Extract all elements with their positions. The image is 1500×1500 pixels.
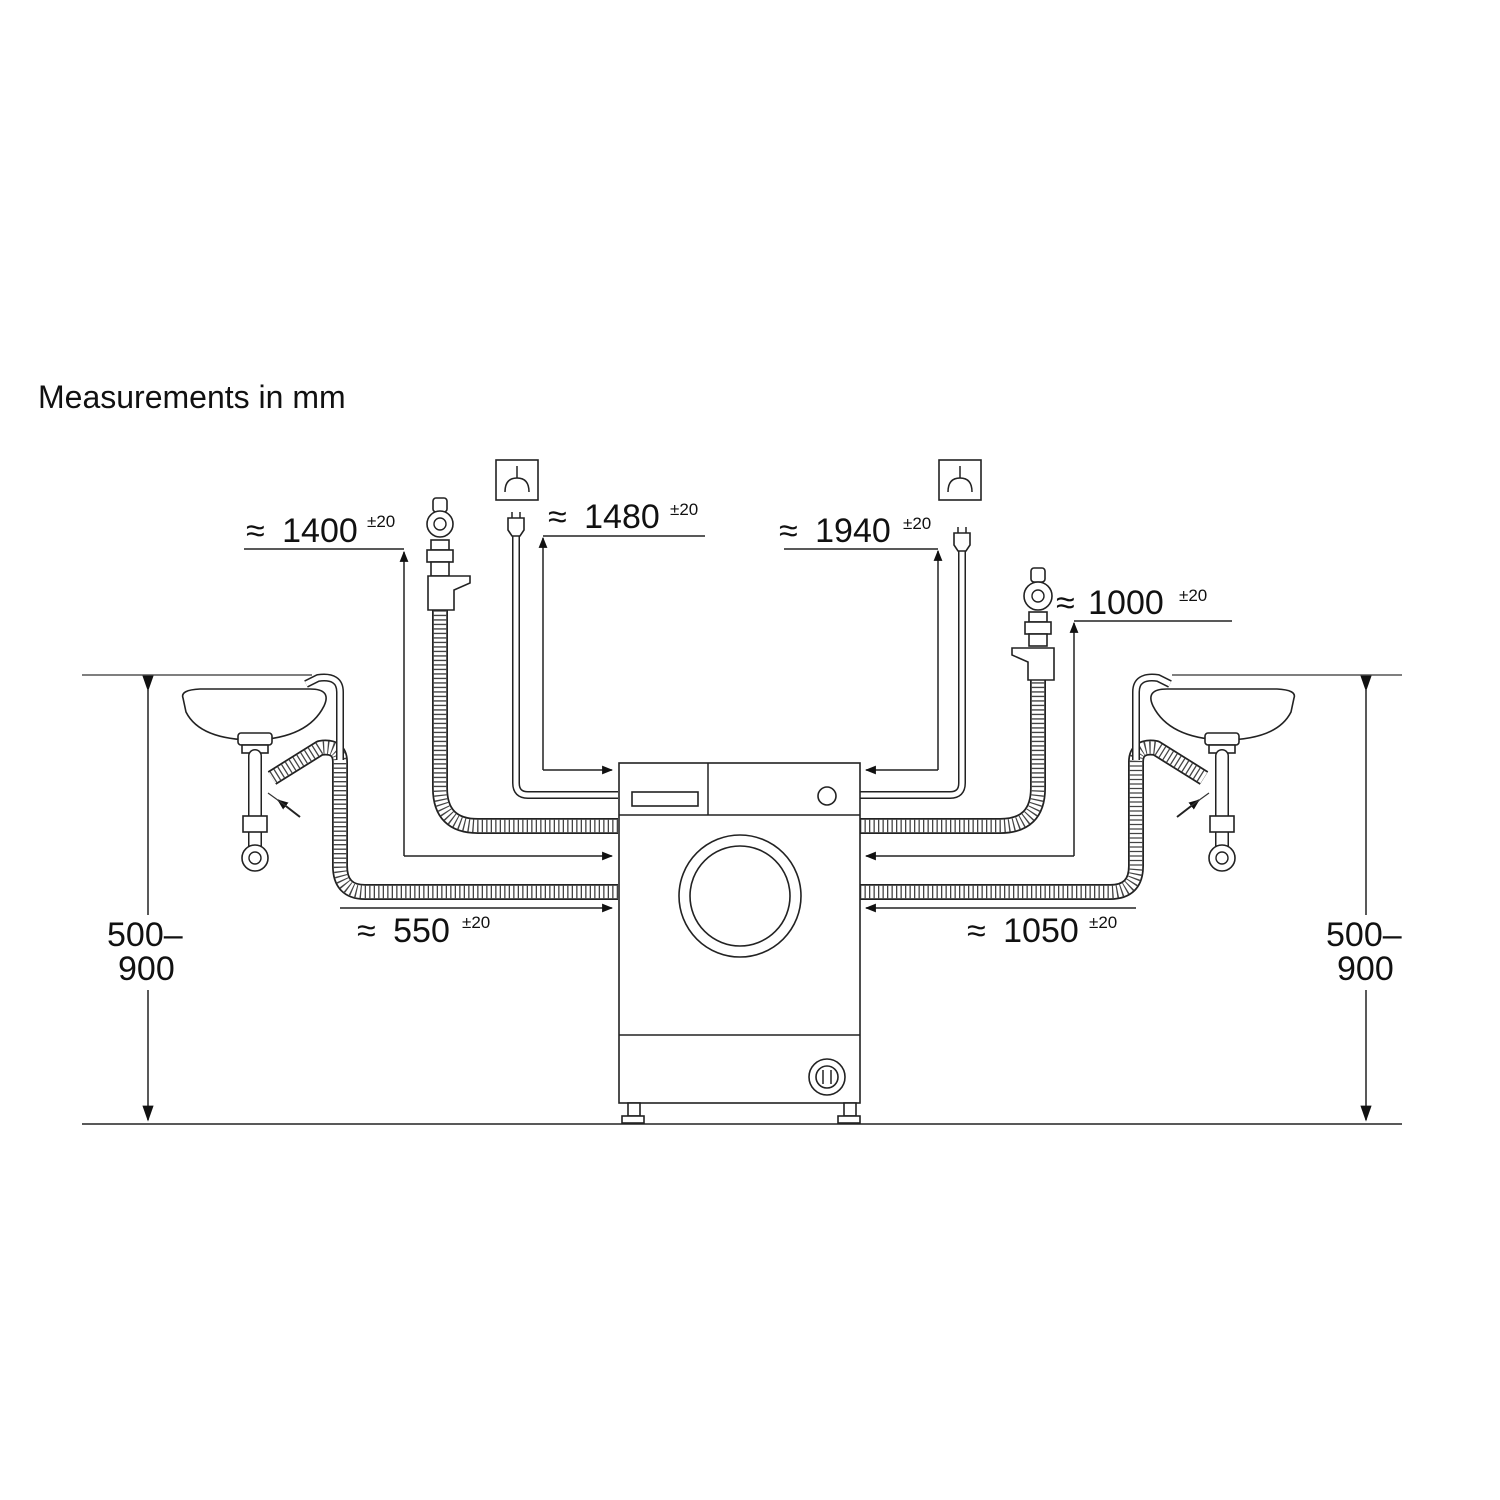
svg-text:≈ 1000: ≈ 1000 — [1056, 584, 1164, 622]
power-plug-icon — [953, 527, 971, 552]
dim-label-power-right: ≈ 1940 ±20 — [779, 512, 931, 550]
washing-machine-icon — [618, 762, 861, 1124]
value: 1940 — [815, 512, 891, 550]
water-tap-icon — [426, 497, 471, 611]
power-cable-right — [860, 550, 966, 799]
tolerance: ±20 — [1179, 586, 1207, 605]
height-left-line1: 500– — [107, 916, 183, 954]
approx-symbol: ≈ — [357, 912, 376, 950]
tolerance: ±20 — [903, 514, 931, 533]
approx-symbol: ≈ — [548, 498, 567, 536]
height-right-line1: 500– — [1326, 916, 1402, 954]
water-tap-icon — [1011, 567, 1055, 681]
tolerance: ±20 — [462, 913, 490, 932]
approx-symbol: ≈ — [779, 512, 798, 550]
tolerance: ±20 — [670, 500, 698, 519]
value: 1000 — [1088, 584, 1164, 622]
value: 1400 — [282, 512, 358, 550]
dim-label-inlet-right: ≈ 1000 ±20 — [1056, 584, 1207, 622]
tolerance: ±20 — [1089, 913, 1117, 932]
svg-text:≈ 1400: ≈ 1400 — [246, 512, 358, 550]
sink-icon — [181, 688, 327, 872]
approx-symbol: ≈ — [246, 512, 265, 550]
inlet-hose-right — [860, 680, 1046, 834]
page-title: Measurements in mm — [38, 379, 346, 415]
dim-label-power-left: ≈ 1480 ±20 — [548, 498, 698, 536]
earthed-socket-icon — [938, 459, 982, 501]
svg-text:≈ 1940: ≈ 1940 — [779, 512, 891, 550]
svg-text:≈ 1480: ≈ 1480 — [548, 498, 660, 536]
sink-icon — [1150, 688, 1296, 872]
svg-text:≈ 1050: ≈ 1050 — [967, 912, 1079, 950]
drain-hose-right — [860, 673, 1209, 900]
height-dimension-right: 500– 900 — [1172, 674, 1402, 1122]
tolerance: ±20 — [367, 512, 395, 531]
power-cable-left — [512, 535, 618, 799]
inlet-hose-left — [432, 610, 618, 834]
dim-label-drain-right: ≈ 1050 ±20 — [967, 912, 1117, 950]
value: 550 — [393, 912, 450, 950]
dim-arrows — [244, 535, 1232, 913]
approx-symbol: ≈ — [1056, 584, 1075, 622]
svg-text:≈ 550: ≈ 550 — [357, 912, 450, 950]
value: 1050 — [1003, 912, 1079, 950]
approx-symbol: ≈ — [967, 912, 986, 950]
power-plug-icon — [507, 512, 525, 537]
earthed-socket-icon — [495, 459, 539, 501]
height-left-line2: 900 — [118, 950, 175, 988]
height-dimension-left: 500– 900 — [82, 674, 312, 1122]
drain-hose-left — [267, 673, 618, 900]
dim-label-inlet-left: ≈ 1400 ±20 — [246, 512, 395, 550]
dim-label-drain-left: ≈ 550 ±20 — [357, 912, 490, 950]
value: 1480 — [584, 498, 660, 536]
height-right-line2: 900 — [1337, 950, 1394, 988]
